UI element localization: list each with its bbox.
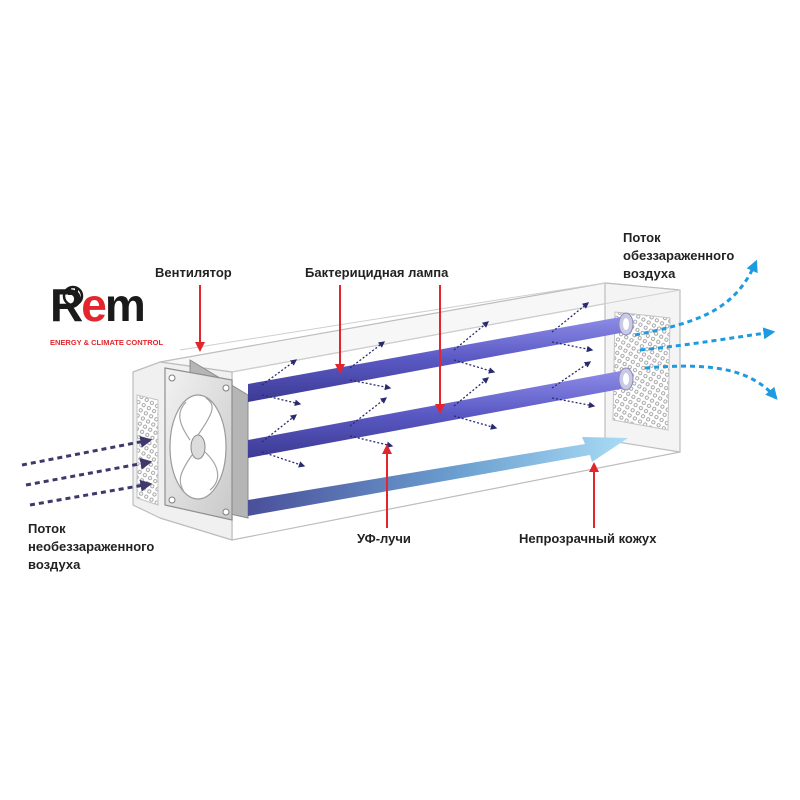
label-fan: Вентилятор	[155, 265, 232, 280]
label-casing: Непрозрачный кожух	[519, 531, 657, 546]
internal-airflow-arrow	[248, 437, 628, 516]
logo-letter-r: R	[50, 279, 83, 331]
callout-pointers	[195, 285, 599, 528]
label-lamp: Бактерицидная лампа	[305, 265, 449, 280]
label-inflow-line3: воздуха	[28, 557, 81, 572]
logo-letter-e: e	[81, 279, 107, 331]
logo-wordmark: Rem	[50, 279, 146, 331]
uv-rays	[261, 302, 596, 468]
label-inflow-line2: необеззараженного	[28, 539, 155, 554]
fan	[164, 359, 249, 521]
lamp-upper	[248, 312, 634, 402]
label-outflow-line3: воздуха	[623, 266, 676, 281]
plug-icon	[62, 285, 84, 307]
logo-letter-m: m	[104, 279, 146, 331]
label-outflow: Поток обеззараженного воздуха	[623, 229, 734, 283]
label-uv-rays: УФ-лучи	[357, 531, 411, 546]
lamp-lower	[248, 367, 634, 458]
label-outflow-line2: обеззараженного	[623, 248, 735, 263]
label-outflow-line1: Поток	[623, 230, 661, 245]
inflow-arrows	[21, 435, 153, 507]
logo-tagline: ENERGY & CLIMATE CONTROL	[50, 338, 164, 347]
outflow-arrows	[634, 259, 778, 400]
rem-logo: Rem ENERGY & CLIMATE CONTROL	[50, 282, 170, 352]
label-inflow-line1: Поток	[28, 521, 66, 536]
label-inflow: Поток необеззараженного воздуха	[28, 520, 154, 574]
